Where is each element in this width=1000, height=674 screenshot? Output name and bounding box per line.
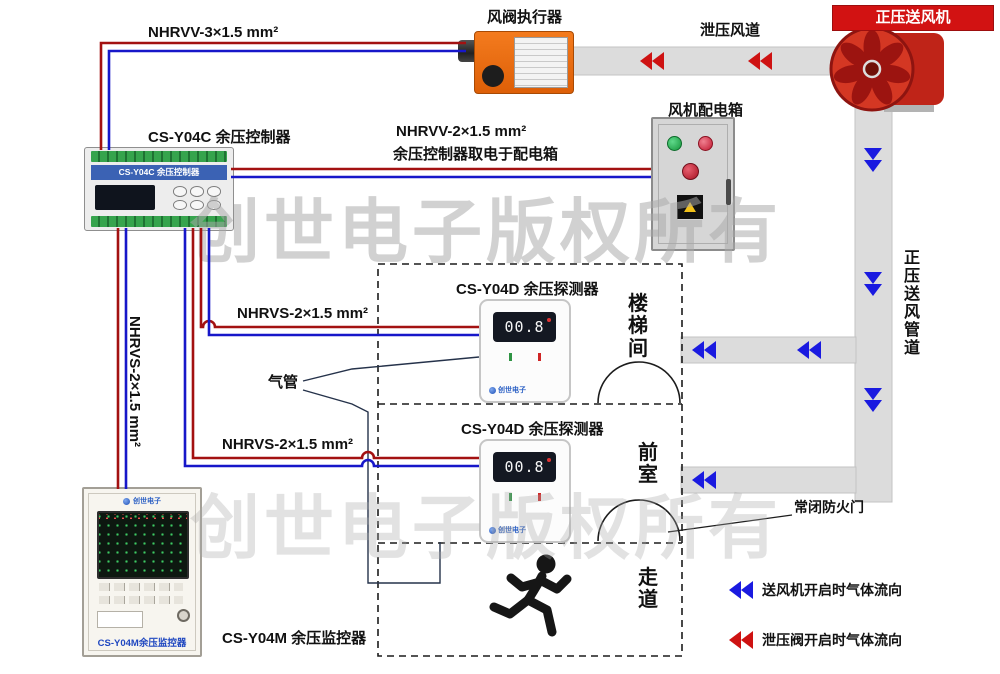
- brand-logo-icon: [489, 386, 496, 394]
- brand-logo-icon: [123, 497, 130, 505]
- brand-logo: 创世电子: [489, 385, 526, 395]
- terminal-strip-bottom: [91, 216, 227, 227]
- warning-triangle-icon: [684, 202, 696, 212]
- monitor-button-row: [99, 596, 183, 604]
- detector1-title: CS-Y04D 余压探测器: [456, 281, 599, 298]
- actuator-title: 风阀执行器: [487, 9, 563, 26]
- power-box-handle: [726, 179, 731, 205]
- detector2-title: CS-Y04D 余压探测器: [461, 421, 604, 438]
- power-lamp-green: [667, 136, 682, 151]
- monitor-label-slot: [97, 611, 143, 628]
- pressure-controller-device: CS-Y04C 余压控制器: [84, 147, 234, 231]
- controller-button: [173, 186, 187, 197]
- air-tube-lines: [302, 356, 480, 584]
- pressure-detector-1: 00.8 创世电子: [479, 299, 571, 403]
- fan-blades: [833, 30, 911, 105]
- detector-display: 00.8: [493, 452, 556, 482]
- room-label-stairwell: 楼梯间: [628, 293, 648, 360]
- cable-label-nhrvs1: NHRVS-2×1.5 mm²: [237, 305, 369, 322]
- actuator-label-plate: [514, 37, 568, 88]
- detector-display: 00.8: [493, 312, 556, 342]
- power-button-red: [682, 163, 699, 180]
- controller-display: [95, 185, 155, 210]
- alarm-indicator-dot: [547, 318, 551, 322]
- supply-fan-title-badge: 正压送风机: [832, 5, 994, 31]
- detector-reading: 00.8: [504, 458, 545, 476]
- fan-power-box-device: [651, 117, 735, 251]
- cable-label-nhrvv2: NHRVV-2×1.5 mm²: [396, 123, 527, 140]
- brand-text: 创世电子: [133, 498, 161, 505]
- actuator-knob: [482, 65, 504, 87]
- cable-label-nhrvv3: NHRVV-3×1.5 mm²: [148, 24, 279, 41]
- warning-plate: [677, 195, 703, 219]
- brand-logo-icon: [489, 526, 496, 534]
- legend-relief-arrow-icon: [729, 631, 753, 649]
- monitor-panel-label: CS-Y04M余压监控器: [97, 638, 187, 649]
- controller-button: [190, 199, 204, 210]
- controller-button: [207, 199, 221, 210]
- fire-door-symbols: [597, 361, 681, 542]
- cable-note-nhrvv2: 余压控制器取电于配电箱: [393, 146, 559, 163]
- legend-flow-icons: [729, 581, 753, 649]
- brand-text: 创世电子: [498, 387, 526, 394]
- power-lamp-red: [698, 136, 713, 151]
- status-tick-red: [538, 353, 541, 361]
- damper-actuator-device: [458, 31, 574, 94]
- status-tick-green: [509, 493, 512, 501]
- fire-door-leader-line: [667, 514, 793, 533]
- status-tick-red: [538, 493, 541, 501]
- legend-relief-flow-text: 泄压阀开启时气体流向: [762, 632, 902, 648]
- fire-door-label: 常闭防火门: [794, 499, 864, 515]
- cable-label-nhrvs-vertical: NHRVS-2×1.5 mm²: [126, 316, 143, 448]
- power-box-title: 风机配电箱: [668, 102, 744, 119]
- controller-button: [173, 199, 187, 210]
- brand-logo: 创世电子: [489, 525, 526, 535]
- controller-title: CS-Y04C 余压控制器: [148, 129, 291, 146]
- monitor-led-screen: [97, 511, 189, 579]
- controller-button: [207, 186, 221, 197]
- monitor-title: CS-Y04M 余压监控器: [222, 630, 367, 647]
- fan-hub: [862, 59, 882, 79]
- detector-reading: 00.8: [504, 318, 545, 336]
- supply-duct-label: 正压送风管道: [904, 250, 921, 357]
- room-label-corridor: 走道: [638, 567, 658, 612]
- legend-supply-flow-text: 送风机开启时气体流向: [762, 582, 902, 598]
- alarm-indicator-dot: [547, 458, 551, 462]
- brand-logo: 创世电子: [84, 496, 200, 506]
- monitor-keyhole: [177, 609, 190, 622]
- relief-duct-run: [564, 46, 878, 76]
- legend-supply-arrow-icon: [729, 581, 753, 599]
- room-label-front-room: 前室: [638, 442, 658, 487]
- monitor-door: [88, 493, 196, 651]
- relief-duct-label: 泄压风道: [700, 22, 761, 39]
- pressure-detector-2: 00.8 创世电子: [479, 439, 571, 543]
- pressure-monitor-device: 创世电子 CS-Y04M余压监控器: [82, 487, 202, 657]
- brand-text: 创世电子: [498, 527, 526, 534]
- monitor-alarm-led-row: [99, 514, 187, 519]
- monitor-button-row: [99, 583, 183, 591]
- terminal-strip-top: [91, 151, 227, 162]
- controller-button: [190, 186, 204, 197]
- running-person-icon: [489, 554, 572, 637]
- air-tube-label: 气管: [268, 374, 299, 391]
- controller-buttons: [173, 186, 221, 210]
- cable-label-nhrvs2: NHRVS-2×1.5 mm²: [222, 436, 354, 453]
- status-tick-green: [509, 353, 512, 361]
- controller-panel-label: CS-Y04C 余压控制器: [91, 165, 227, 180]
- supply-fan-graphic: [829, 26, 944, 112]
